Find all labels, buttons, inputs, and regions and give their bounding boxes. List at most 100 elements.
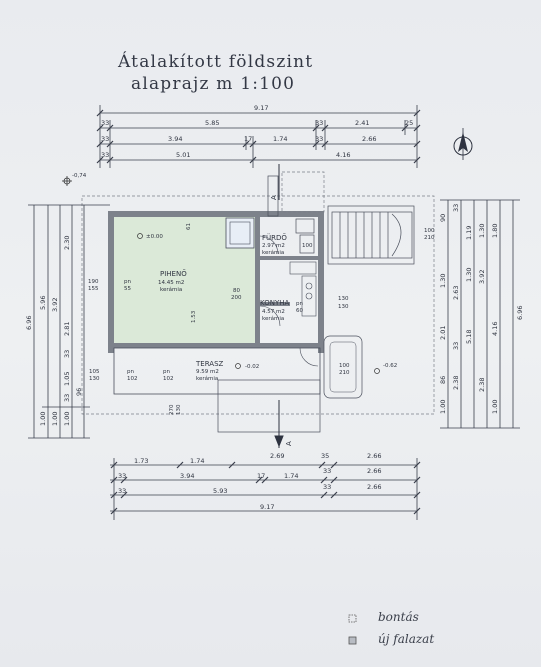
staircase (327, 205, 415, 265)
right-dim: 1.30 (439, 274, 447, 288)
right-dimension-lines (440, 199, 520, 429)
level-value: -0.02 (245, 364, 259, 370)
opening-label: 100 (302, 243, 313, 249)
bottom-dim: 2.66 (367, 452, 381, 460)
bottom-dim: 2.66 (367, 467, 381, 475)
opening-label: 210 (339, 370, 350, 376)
opening-label: 55 (124, 286, 131, 292)
left-dim: 1.00 (63, 412, 71, 426)
top-dim: 17 (244, 135, 252, 143)
opening-label: 60 (296, 308, 303, 314)
room-area-pihen: 14.45 m2 (158, 280, 184, 286)
room-floor-pihen: kerámia (160, 286, 182, 293)
right-dim: 1.30 (478, 224, 486, 238)
left-dim: 3.92 (51, 298, 59, 312)
legend-new-wall-label: új falazat (378, 632, 435, 646)
stove-icon (305, 282, 313, 290)
dim-label: 1.53 (191, 310, 197, 323)
right-dim: 3.92 (478, 270, 486, 284)
section-line (274, 164, 284, 448)
bottom-dim: 17 (257, 472, 265, 480)
terrace-outline (113, 347, 321, 395)
bottom-dim: 33 (118, 487, 126, 495)
opening-label: 102 (163, 376, 174, 382)
bottom-dimension-ticks (110, 461, 421, 515)
bottom-dim: 33 (323, 483, 331, 491)
opening-label: pn (163, 369, 170, 375)
toilet (295, 218, 315, 234)
bottom-dim: 3.94 (180, 472, 194, 480)
drawing-title: Átalakított földszint (118, 52, 314, 72)
dim-label: 61 (186, 223, 192, 230)
room-name-terasz: TERASZ (195, 360, 224, 368)
top-dimension-ticks (96, 109, 421, 164)
top-dim: 5.85 (205, 119, 219, 127)
left-dim: 33 (63, 394, 71, 402)
room-name-furdo: FÜRDŐ (262, 233, 287, 242)
opening-label: 130 (338, 296, 349, 302)
walls (108, 211, 324, 353)
legend (348, 614, 357, 645)
top-dim: 33 (101, 135, 109, 143)
level-marker-icon (62, 176, 72, 186)
opening-label: 210 (424, 235, 435, 241)
top-dim: 33 (101, 119, 109, 127)
bathtub-inner (229, 221, 251, 245)
right-dim: 6.96 (516, 306, 524, 320)
opening-label: 100 (339, 363, 350, 369)
opening-label: 130 (89, 376, 100, 382)
room-floor-furdo: kerámia (262, 249, 284, 256)
room-name-konyha: KONYHA (260, 299, 289, 307)
demolished-element (281, 171, 325, 213)
room-area-furdo: 2.97 m2 (262, 243, 285, 249)
legend-new-wall-swatch (348, 636, 357, 645)
bathtub (225, 217, 255, 249)
bottom-dim: 5.93 (213, 487, 227, 495)
top-dim: 1.74 (273, 135, 287, 143)
right-dim: 2.01 (439, 326, 447, 340)
left-dim: 1.00 (51, 412, 59, 426)
bottom-dim-total: 9.17 (260, 503, 274, 511)
level-value: -0.62 (383, 363, 397, 369)
top-dim: 33 (315, 119, 323, 127)
right-dim: 1.30 (465, 268, 473, 282)
right-dim: 1.80 (491, 224, 499, 238)
right-dim: 33 (452, 204, 460, 212)
bottom-dim: 35 (321, 452, 329, 460)
bottom-dim: 1.73 (134, 457, 148, 465)
opening-label: 200 (231, 295, 242, 301)
right-dim: 1.00 (439, 400, 447, 414)
bottom-dim: 2.69 (270, 452, 284, 460)
terrace-step (217, 379, 321, 433)
bottom-dim: 33 (323, 467, 331, 475)
top-dim: 2.41 (355, 119, 369, 127)
left-dim: 1.00 (39, 412, 47, 426)
opening-label: 130 (176, 404, 182, 415)
room-area-terasz: 9.59 m2 (196, 369, 219, 375)
room-name-pihen: PIHENŐ (160, 269, 187, 278)
kitchen-counter (289, 261, 317, 275)
left-dim: 5.96 (39, 296, 47, 310)
top-dim: 5.01 (176, 151, 190, 159)
opening-label: 190 (88, 279, 99, 285)
room-floor-terasz: kerámia (196, 375, 218, 382)
right-dim: 90 (439, 214, 447, 222)
right-dim: 2.38 (452, 376, 460, 390)
entrance-step-inner (329, 341, 357, 393)
right-dim: 1.00 (491, 400, 499, 414)
right-dim: 5.18 (465, 330, 473, 344)
left-dim: 96 (75, 388, 83, 396)
right-dim: 33 (452, 342, 460, 350)
right-dim: 86 (439, 376, 447, 384)
chimney (267, 175, 279, 217)
top-dim: 33 (101, 151, 109, 159)
level-value: -0,74 (72, 173, 87, 179)
left-dim: 6.96 (25, 316, 33, 330)
stove-icon (305, 292, 313, 300)
level-marker-icon (137, 233, 380, 374)
top-dim: 2.66 (362, 135, 376, 143)
left-dim: 2.81 (63, 322, 71, 336)
opening-label: 105 (89, 369, 100, 375)
opening-label: 130 (338, 304, 349, 310)
entrance-step (323, 335, 363, 399)
